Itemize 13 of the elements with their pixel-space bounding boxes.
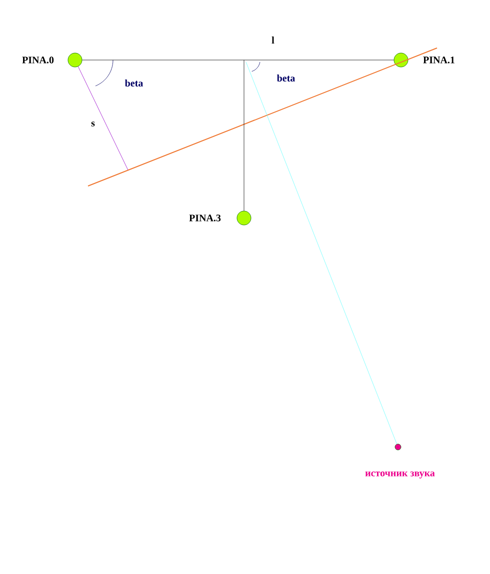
angle-label: l [272, 36, 274, 44]
pin-label: PINA.0 [22, 56, 54, 64]
pin-label: источник звука [365, 472, 435, 478]
line [246, 62, 398, 444]
dot [68, 52, 82, 68]
line [78, 66, 128, 170]
edge-label: s [91, 122, 95, 126]
angle-label: beta [124, 79, 143, 87]
dot [394, 52, 408, 68]
angle-label: beta [276, 74, 295, 82]
pin-label: PINA.3 [189, 214, 221, 222]
pin-label: PINA.1 [423, 56, 454, 64]
dot [236, 210, 252, 226]
